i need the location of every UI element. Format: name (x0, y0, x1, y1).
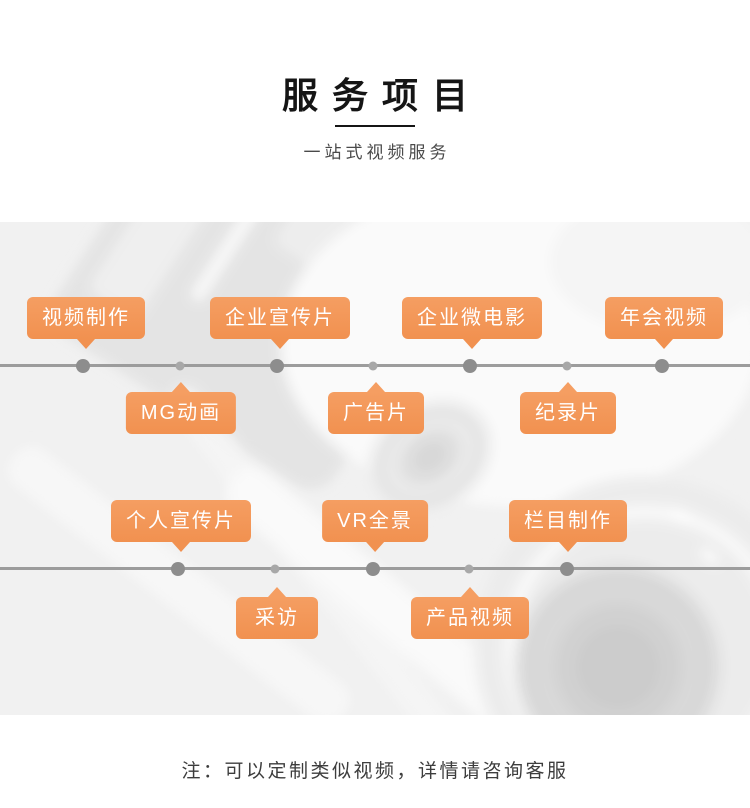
service-tag-interview[interactable]: 采访 (236, 597, 318, 639)
page-subtitle: 一站式视频服务 (303, 143, 451, 162)
timeline-dot (464, 564, 474, 573)
section-header: 服务项目 一站式视频服务 (0, 0, 750, 162)
timeline-dot (175, 361, 185, 370)
services-section: 视频制作 企业宣传片 企业微电影 年会视频 MG动画 广告片 纪录片 个人宣传片… (0, 222, 750, 715)
service-tag-vr-panorama[interactable]: VR全景 (322, 500, 428, 542)
service-tag-mg-animation[interactable]: MG动画 (125, 392, 237, 434)
service-tag-corporate-promo[interactable]: 企业宣传片 (210, 297, 350, 339)
timeline-dot (463, 358, 477, 373)
timeline-dot (562, 361, 572, 370)
footer-note: 注：可以定制类似视频，详情请咨询客服 (181, 761, 569, 782)
service-tag-personal-promo[interactable]: 个人宣传片 (111, 500, 251, 542)
timeline-dot (270, 358, 284, 373)
timeline-dot (171, 561, 185, 576)
service-tag-corporate-microfilm[interactable]: 企业微电影 (402, 297, 542, 339)
title-underline (335, 125, 415, 127)
service-tag-annual-meeting-video[interactable]: 年会视频 (605, 297, 723, 339)
timeline-dot (270, 564, 280, 573)
service-tag-documentary[interactable]: 纪录片 (520, 392, 616, 434)
service-tag-product-video[interactable]: 产品视频 (411, 597, 529, 639)
timeline-dot (76, 358, 90, 373)
service-tag-ad-film[interactable]: 广告片 (328, 392, 424, 434)
service-tag-program-production[interactable]: 栏目制作 (509, 500, 627, 542)
page-title: 服务项目 (281, 75, 482, 116)
timeline-dot (560, 561, 574, 576)
timeline-dot (368, 361, 378, 370)
service-tag-video-production[interactable]: 视频制作 (27, 297, 145, 339)
camera-background-image (0, 222, 750, 715)
timeline-dot (366, 561, 380, 576)
timeline-dot (655, 358, 669, 373)
